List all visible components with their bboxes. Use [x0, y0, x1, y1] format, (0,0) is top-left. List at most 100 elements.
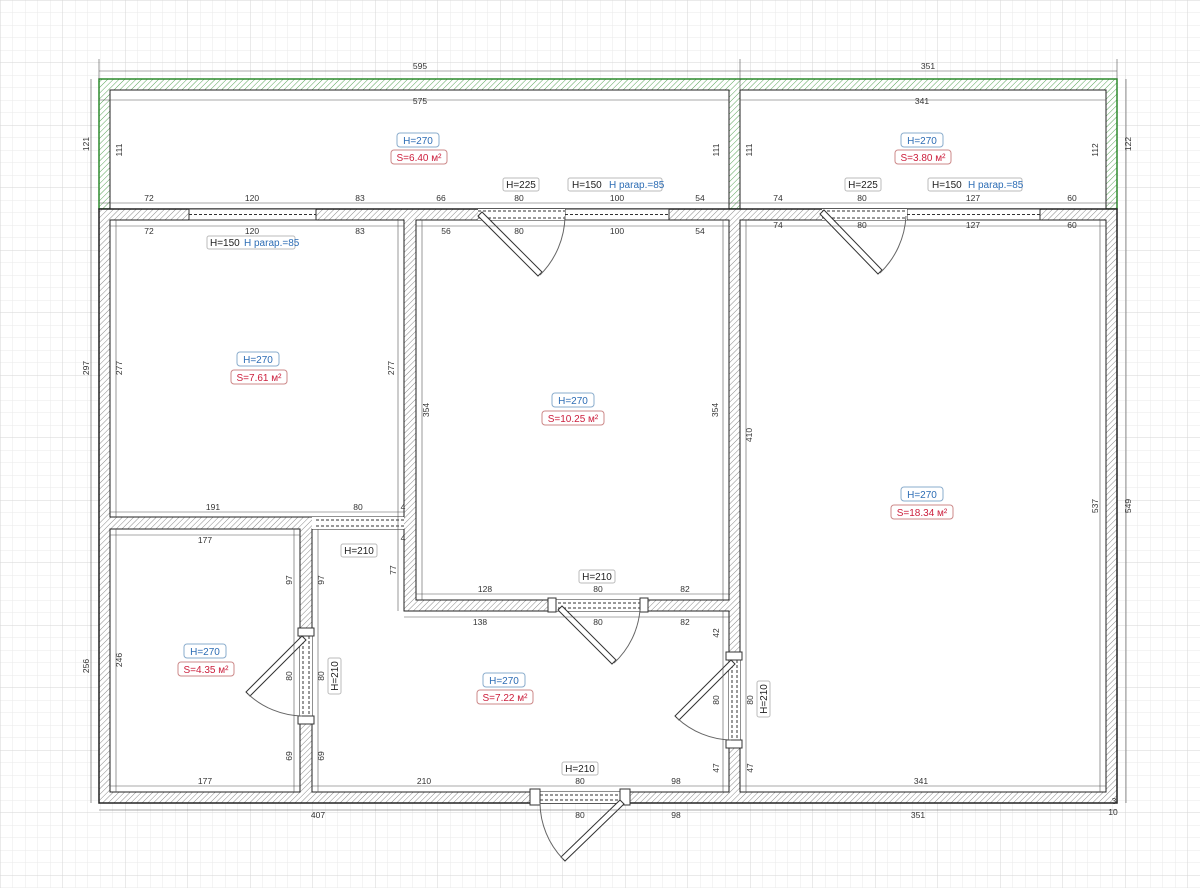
room-area-label: S=3.80 м²: [901, 153, 947, 164]
svg-text:3: 3: [1112, 796, 1117, 806]
svg-text:80: 80: [711, 695, 721, 705]
window-parapet-tag: H parap.=85: [968, 180, 1024, 191]
svg-text:4: 4: [401, 533, 406, 543]
svg-text:47: 47: [711, 763, 721, 773]
room-area-label: S=4.35 м²: [184, 665, 230, 676]
svg-text:111: 111: [114, 143, 124, 156]
svg-text:82: 82: [680, 617, 690, 627]
svg-text:407: 407: [311, 810, 325, 820]
svg-text:72: 72: [144, 193, 154, 203]
svg-text:120: 120: [245, 226, 259, 236]
svg-text:10: 10: [1108, 807, 1118, 817]
svg-text:537: 537: [1090, 499, 1100, 513]
svg-text:42: 42: [711, 628, 721, 638]
svg-text:246: 246: [114, 653, 124, 667]
svg-text:549: 549: [1123, 499, 1133, 513]
dim-balcony-inner-left: 575: [413, 96, 427, 106]
door-height-tag: H=210: [759, 684, 770, 714]
svg-text:191: 191: [206, 502, 220, 512]
room-left-floor: [109, 219, 405, 518]
svg-text:74: 74: [773, 220, 783, 230]
svg-text:121: 121: [81, 137, 91, 151]
svg-text:341: 341: [914, 776, 928, 786]
door-height-tag: H=225: [848, 180, 878, 191]
svg-text:56: 56: [441, 226, 451, 236]
door-height-tag: H=210: [582, 572, 612, 583]
svg-text:47: 47: [745, 763, 755, 773]
svg-text:60: 60: [1067, 193, 1077, 203]
window-parapet-tag: H parap.=85: [609, 180, 665, 191]
room-area-label: S=10.25 м²: [548, 414, 599, 425]
window-height-tag: H=150: [932, 180, 962, 191]
svg-text:177: 177: [198, 776, 212, 786]
svg-text:80: 80: [857, 193, 867, 203]
svg-text:69: 69: [284, 751, 294, 761]
dimension-lines: [90, 59, 1127, 811]
apartment-walls: [98, 208, 1118, 804]
svg-text:54: 54: [695, 226, 705, 236]
svg-text:277: 277: [386, 361, 396, 375]
svg-text:77: 77: [388, 565, 398, 575]
door-height-tag: H=225: [506, 180, 536, 191]
svg-text:97: 97: [284, 575, 294, 585]
svg-text:410: 410: [744, 428, 754, 442]
svg-text:256: 256: [81, 659, 91, 673]
room-height-label: H=270: [243, 355, 273, 366]
room-area-label: S=18.34 м²: [897, 508, 948, 519]
opening-tags: H=150 H parap.=85 H=150 H parap.=85 H=15…: [206, 177, 1024, 776]
svg-text:100: 100: [610, 226, 624, 236]
svg-text:80: 80: [745, 695, 755, 705]
door-height-tag: H=210: [344, 546, 374, 557]
door-height-tag: H=210: [565, 764, 595, 775]
svg-text:277: 277: [114, 361, 124, 375]
room-height-label: H=270: [558, 396, 588, 407]
room-height-label: H=270: [190, 647, 220, 658]
dim-outer-top-right: 351: [921, 61, 935, 71]
bath-floor: [109, 528, 301, 793]
room-area-label: S=7.22 м²: [483, 693, 529, 704]
window-height-tag: H=150: [210, 238, 240, 249]
room-center-floor: [415, 219, 730, 601]
svg-text:66: 66: [436, 193, 446, 203]
svg-text:128: 128: [478, 584, 492, 594]
svg-text:4: 4: [401, 502, 406, 512]
svg-text:80: 80: [593, 617, 603, 627]
room-labels: H=270 S=6.40 м² H=270 S=3.80 м² H=270 S=…: [177, 132, 954, 705]
room-area-label: S=7.61 м²: [237, 373, 283, 384]
svg-text:80: 80: [514, 226, 524, 236]
svg-text:80: 80: [514, 193, 524, 203]
svg-text:177: 177: [198, 535, 212, 545]
svg-text:80: 80: [857, 220, 867, 230]
svg-text:80: 80: [284, 671, 294, 681]
svg-text:54: 54: [695, 193, 705, 203]
door-height-tag: H=210: [330, 661, 341, 691]
svg-text:80: 80: [316, 671, 326, 681]
dimension-labels: 595 351 575 341 121 111 111 111 112 122 …: [81, 61, 1133, 820]
svg-text:354: 354: [710, 403, 720, 417]
svg-text:83: 83: [355, 193, 365, 203]
room-area-label: S=6.40 м²: [397, 153, 443, 164]
svg-text:74: 74: [773, 193, 783, 203]
room-height-label: H=270: [403, 136, 433, 147]
svg-text:72: 72: [144, 226, 154, 236]
dim-outer-top-left: 595: [413, 61, 427, 71]
window-parapet-tag: H parap.=85: [244, 238, 300, 249]
svg-text:122: 122: [1123, 137, 1133, 151]
svg-text:83: 83: [355, 226, 365, 236]
svg-text:351: 351: [911, 810, 925, 820]
svg-text:100: 100: [610, 193, 624, 203]
svg-text:354: 354: [421, 403, 431, 417]
svg-text:138: 138: [473, 617, 487, 627]
svg-text:69: 69: [316, 751, 326, 761]
svg-text:297: 297: [81, 361, 91, 375]
room-height-label: H=270: [907, 490, 937, 501]
svg-text:82: 82: [680, 584, 690, 594]
svg-text:98: 98: [671, 776, 681, 786]
svg-text:98: 98: [671, 810, 681, 820]
dim-balcony-inner-right: 341: [915, 96, 929, 106]
svg-text:80: 80: [575, 810, 585, 820]
room-height-label: H=270: [489, 676, 519, 687]
svg-text:80: 80: [593, 584, 603, 594]
svg-text:111: 111: [744, 143, 754, 156]
